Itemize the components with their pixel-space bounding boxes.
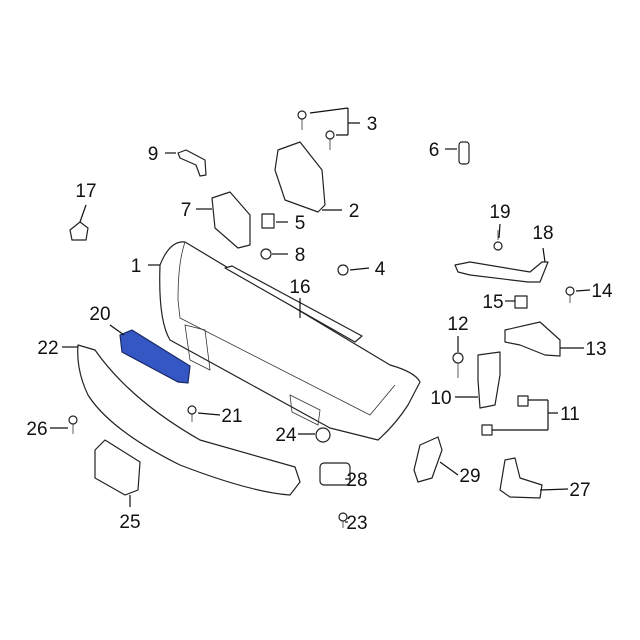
part-bumper[interactable]: [159, 241, 421, 441]
part-2[interactable]: [274, 141, 326, 213]
callout-15[interactable]: 15: [482, 292, 503, 313]
part-9[interactable]: [177, 149, 207, 177]
callout-6[interactable]: 6: [429, 140, 440, 161]
callout-7[interactable]: 7: [181, 200, 192, 221]
callout-5[interactable]: 5: [295, 213, 306, 234]
callout-3[interactable]: 3: [367, 114, 378, 135]
callout-29[interactable]: 29: [459, 466, 480, 487]
part-10[interactable]: [477, 351, 501, 409]
callout-21[interactable]: 21: [221, 406, 242, 427]
callout-20[interactable]: 20: [89, 304, 110, 325]
callout-16[interactable]: 16: [289, 277, 310, 298]
part-25[interactable]: [94, 439, 141, 496]
callout-12[interactable]: 12: [447, 314, 468, 335]
callout-4[interactable]: 4: [375, 259, 386, 280]
callout-13[interactable]: 13: [585, 339, 606, 360]
callout-27[interactable]: 27: [569, 480, 590, 501]
callout-19[interactable]: 19: [489, 202, 510, 223]
callout-22[interactable]: 22: [37, 338, 58, 359]
callout-9[interactable]: 9: [148, 144, 159, 165]
part-17[interactable]: [69, 221, 89, 241]
callout-10[interactable]: 10: [430, 388, 451, 409]
leader-lines: [50, 107, 591, 523]
part-18[interactable]: [454, 261, 549, 283]
part-20-highlighted[interactable]: [119, 329, 191, 384]
part-13[interactable]: [504, 321, 561, 357]
callout-14[interactable]: 14: [591, 281, 613, 302]
callout-28[interactable]: 28: [346, 470, 367, 491]
part-11a[interactable]: [517, 395, 529, 407]
part-16-strip[interactable]: [224, 265, 363, 343]
callout-11[interactable]: 11: [560, 404, 580, 425]
callout-1[interactable]: 1: [131, 256, 142, 277]
callout-17[interactable]: 17: [75, 181, 96, 202]
callout-24[interactable]: 24: [275, 425, 297, 446]
part-27[interactable]: [499, 457, 543, 499]
part-11b[interactable]: [481, 424, 493, 436]
part-6[interactable]: [458, 141, 470, 165]
callout-2[interactable]: 2: [349, 201, 360, 222]
callout-23[interactable]: 23: [346, 513, 367, 534]
fasteners: [68, 110, 575, 528]
callout-26[interactable]: 26: [26, 419, 47, 440]
part-22-valance[interactable]: [77, 344, 301, 496]
part-29[interactable]: [413, 436, 443, 483]
part-28[interactable]: [319, 462, 351, 486]
callout-18[interactable]: 18: [532, 223, 553, 244]
callout-8[interactable]: 8: [295, 245, 306, 266]
part-5[interactable]: [261, 213, 275, 229]
part-15[interactable]: [514, 295, 528, 309]
callout-25[interactable]: 25: [119, 512, 140, 533]
part-7[interactable]: [211, 191, 251, 249]
